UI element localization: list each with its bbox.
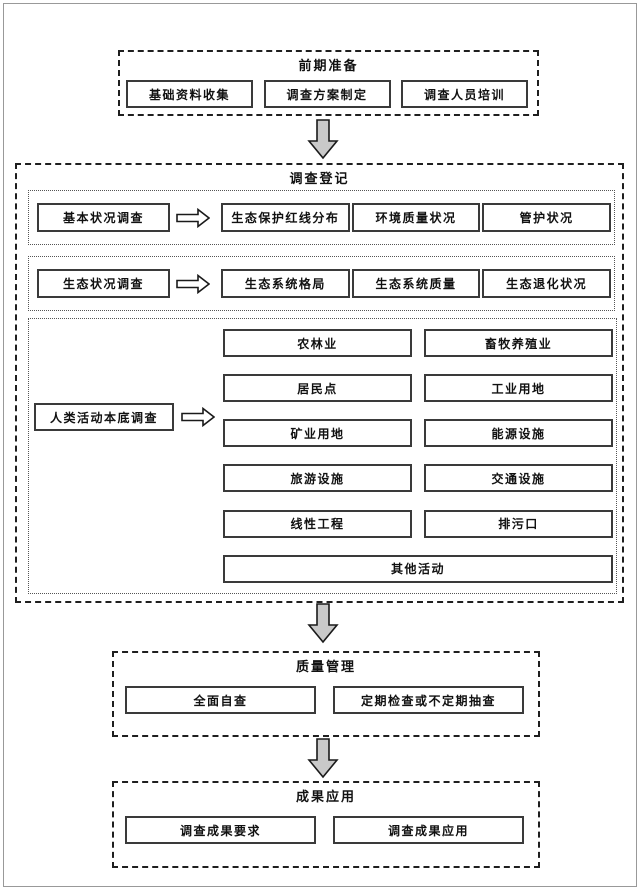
box-industrial-land: 工业用地 [424,374,613,403]
section-registration: 调查登记 基本状况调查 生态保护红线分布 环境质量状况 管护状况 生态状况调查 [15,163,624,603]
down-arrow-icon [307,603,339,644]
box-other-activities: 其他活动 [223,554,613,583]
box-survey-plan-formulation: 调查方案制定 [263,80,391,108]
basic-status-targets: 生态保护红线分布 环境质量状况 管护状况 [221,203,612,232]
eco-status-targets: 生态系统格局 生态系统质量 生态退化状况 [221,269,612,298]
human-activity-grid: 农林业 畜牧养殖业 居民点 工业用地 矿业用地 能源设施 旅游设施 交通设施 线… [223,329,613,583]
eco-status-row: 生态状况调查 生态系统格局 生态系统质量 生态退化状况 [29,257,614,310]
box-environmental-quality: 环境质量状况 [351,203,481,232]
preparation-row: 基础资料收集 调查方案制定 调查人员培训 [120,74,537,108]
box-eco-redline-distribution: 生态保护红线分布 [221,203,350,232]
basic-status-row: 基本状况调查 生态保护红线分布 环境质量状况 管护状况 [29,191,614,244]
human-activity-row: 人类活动本底调查 农林业 畜牧养殖业 居民点 工业用地 矿业用地 能源设施 旅游… [29,319,616,593]
box-management-protection-status: 管护状况 [482,203,612,232]
section-quality-title: 质量管理 [295,659,356,674]
section-preparation: 前期准备 基础资料收集 调查方案制定 调查人员培训 [118,50,539,116]
box-energy-facilities: 能源设施 [424,419,613,448]
quality-row: 全面自查 定期检查或不定期抽查 [114,675,538,714]
box-sewage-outlets: 排污口 [424,509,613,538]
down-arrow-icon [307,738,339,779]
section-registration-title: 调查登记 [289,171,350,186]
box-mining-land: 矿业用地 [223,419,412,448]
application-row: 调查成果要求 调查成果应用 [114,805,538,844]
box-livestock-breeding: 畜牧养殖业 [424,329,613,357]
section-preparation-title: 前期准备 [298,58,359,73]
box-ecosystem-quality: 生态系统质量 [351,269,481,298]
box-eco-status-survey: 生态状况调查 [37,269,170,298]
box-ecosystem-pattern: 生态系统格局 [221,269,350,298]
box-linear-projects: 线性工程 [223,509,412,538]
box-surveyor-training: 调查人员培训 [401,80,528,108]
box-ecosystem-degradation: 生态退化状况 [482,269,612,298]
right-arrow-icon [176,273,210,294]
box-basic-data-collection: 基础资料收集 [126,80,253,108]
down-arrow-icon [307,119,339,160]
box-residential-area: 居民点 [223,374,412,403]
box-human-activity-baseline-survey: 人类活动本底调查 [34,403,174,431]
section-results-application: 成果应用 调查成果要求 调查成果应用 [112,781,540,868]
subsection-eco-status: 生态状况调查 生态系统格局 生态系统质量 生态退化状况 [28,256,615,311]
human-activity-source: 人类活动本底调查 [34,403,218,431]
box-transport-facilities: 交通设施 [424,464,613,493]
section-quality-management: 质量管理 全面自查 定期检查或不定期抽查 [112,651,540,737]
box-periodic-or-random-inspection: 定期检查或不定期抽查 [333,686,524,714]
right-arrow-icon [176,207,210,228]
section-application-title: 成果应用 [295,789,356,804]
box-survey-results-application: 调查成果应用 [333,816,524,844]
box-survey-results-requirements: 调查成果要求 [125,816,316,844]
box-basic-status-survey: 基本状况调查 [37,203,170,232]
subsection-basic-status: 基本状况调查 生态保护红线分布 环境质量状况 管护状况 [28,190,615,245]
subsection-human-activity: 人类活动本底调查 农林业 畜牧养殖业 居民点 工业用地 矿业用地 能源设施 旅游… [28,318,617,594]
page-border [3,3,637,887]
box-comprehensive-self-check: 全面自查 [125,686,316,714]
box-tourism-facilities: 旅游设施 [223,464,412,493]
box-agriculture-forestry: 农林业 [223,329,412,357]
right-arrow-icon [181,407,215,427]
